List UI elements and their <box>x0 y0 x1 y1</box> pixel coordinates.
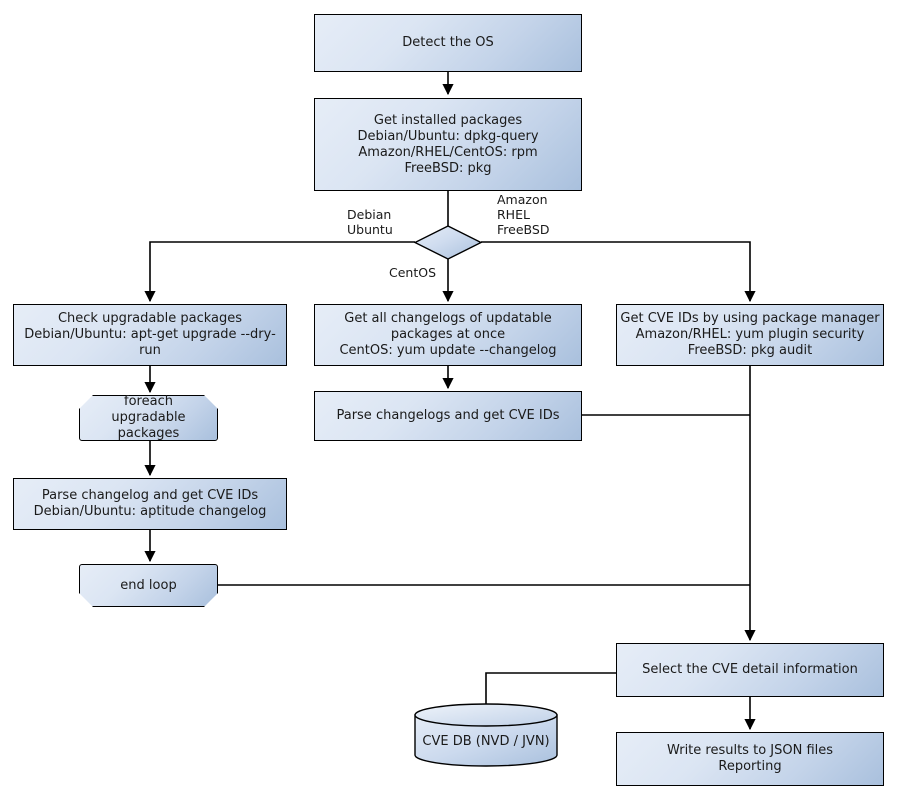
node-select-cve-detail-information[interactable]: Select the CVE detail information <box>616 643 884 697</box>
node-check-upgradable-packages[interactable]: Check upgradable packages Debian/Ubuntu:… <box>13 304 287 366</box>
node-cve-db[interactable]: CVE DB (NVD / JVN) <box>414 703 558 767</box>
node-detect-os-label: Detect the OS <box>402 35 494 50</box>
edge-decision-to-getcvepkgmgr <box>481 241 756 303</box>
edge-decision-to-checkupgradable <box>144 241 415 303</box>
node-get-all-changelogs-label: Get all changelogs of updatable packages… <box>339 311 557 358</box>
edge-label-debian-ubuntu: Debian Ubuntu <box>347 207 393 237</box>
node-end-loop-label: end loop <box>120 577 177 593</box>
node-parse-changelogs-get-cve-ids-label: Parse changelogs and get CVE IDs <box>336 408 560 423</box>
node-check-upgradable-packages-label: Check upgradable packages Debian/Ubuntu:… <box>24 311 276 358</box>
node-get-cve-ids-package-manager-label: Get CVE IDs by using package manager Ama… <box>620 311 880 358</box>
node-parse-changelogs-get-cve-ids[interactable]: Parse changelogs and get CVE IDs <box>314 391 582 441</box>
node-detect-os[interactable]: Detect the OS <box>314 14 582 72</box>
edge-label-centos: CentOS <box>389 265 437 280</box>
node-get-cve-ids-package-manager[interactable]: Get CVE IDs by using package manager Ama… <box>616 304 884 366</box>
edge-label-amazon-rhel-freebsd: Amazon RHEL FreeBSD <box>497 192 550 237</box>
node-get-all-changelogs[interactable]: Get all changelogs of updatable packages… <box>314 304 582 366</box>
node-parse-changelog-get-cve-ids[interactable]: Parse changelog and get CVE IDs Debian/U… <box>13 478 287 530</box>
node-write-results-json-label: Write results to JSON files Reporting <box>666 743 834 774</box>
node-select-cve-detail-information-label: Select the CVE detail information <box>642 662 858 677</box>
node-get-installed-packages[interactable]: Get installed packages Debian/Ubuntu: dp… <box>314 98 582 191</box>
node-end-loop[interactable]: end loop <box>79 564 218 607</box>
node-foreach-upgradable-packages[interactable]: foreach upgradable packages <box>79 395 218 441</box>
node-os-decision[interactable] <box>414 225 482 260</box>
node-write-results-json[interactable]: Write results to JSON files Reporting <box>616 732 884 786</box>
node-parse-changelog-get-cve-ids-label: Parse changelog and get CVE IDs Debian/U… <box>33 488 267 519</box>
node-foreach-upgradable-packages-label: foreach upgradable packages <box>111 394 186 441</box>
node-get-installed-packages-label: Get installed packages Debian/Ubuntu: dp… <box>357 112 539 176</box>
